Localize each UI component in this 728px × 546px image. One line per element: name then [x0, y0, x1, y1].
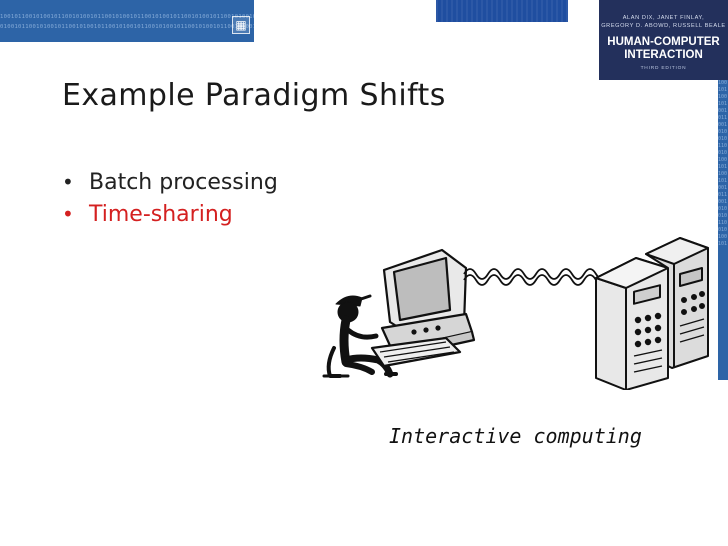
bullet-list: • Batch processing • Time-sharing	[62, 166, 278, 230]
bullet-dot-icon: •	[62, 202, 74, 226]
header-binary-band: 1001011001010010110010100101100101001011…	[0, 0, 254, 42]
person-at-terminal-icon	[322, 294, 398, 378]
grid-icon: ▦	[232, 16, 250, 34]
computer-terminal-icon	[370, 248, 476, 368]
binary-pattern-line: 1001011001010010110010100101100101001011…	[718, 80, 728, 247]
mainframe-cabinet-icon	[595, 237, 709, 390]
book-title-line: HUMAN-COMPUTER	[607, 36, 720, 48]
binary-pattern-line: 0100101100101001011001010010110010100101…	[0, 24, 254, 30]
right-binary-strip: 1001011001010010110010100101100101001011…	[718, 80, 728, 380]
header-decor-block	[436, 0, 568, 22]
book-authors-line: GREGORY D. ABOWD, RUSSELL BEALE	[601, 23, 726, 29]
bullet-text: Time-sharing	[89, 201, 233, 227]
bullet-dot-icon: •	[62, 170, 74, 194]
bullet-item-batch-processing: • Batch processing	[62, 166, 278, 198]
time-sharing-illustration	[322, 237, 709, 390]
book-edition: THIRD EDITION	[640, 66, 687, 71]
bullet-text: Batch processing	[89, 169, 278, 195]
illustration-caption: Interactive computing	[389, 424, 642, 448]
slide-title: Example Paradigm Shifts	[62, 78, 446, 113]
book-authors-line: ALAN DIX, JANET FINLAY,	[622, 15, 705, 21]
book-cover: ALAN DIX, JANET FINLAY, GREGORY D. ABOWD…	[599, 0, 728, 80]
book-title-line: INTERACTION	[624, 49, 703, 61]
binary-pattern-line: 1001011001010010110010100101100101001011…	[0, 14, 254, 20]
bullet-item-time-sharing: • Time-sharing	[62, 198, 278, 230]
